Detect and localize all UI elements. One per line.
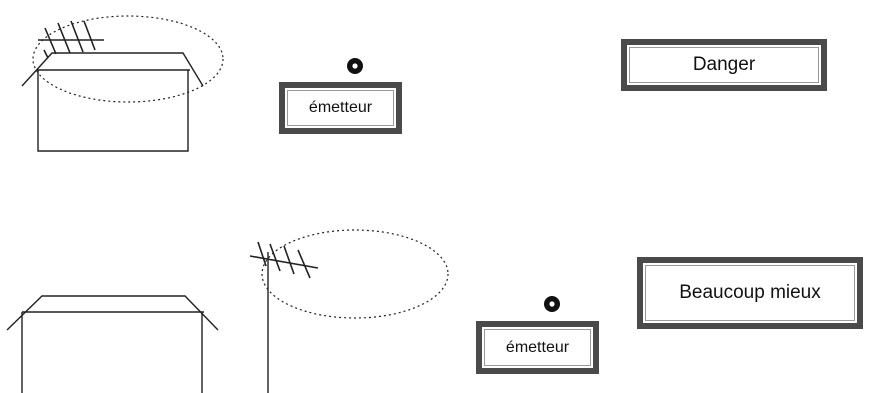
house-walls — [37, 70, 189, 152]
emitter-dot-icon — [347, 58, 363, 74]
mast-antenna — [249, 229, 449, 393]
emitter-label: émetteur — [505, 338, 570, 356]
emitter-box-bottom: émetteur — [476, 321, 599, 374]
better-label: Beaucoup mieux — [679, 282, 821, 303]
house — [6, 295, 219, 393]
radiation-lobe — [261, 229, 449, 319]
house-with-roof-antenna — [21, 15, 224, 152]
danger-box: Danger — [621, 39, 827, 91]
radiation-lobe — [32, 15, 224, 103]
mast-antenna-icon — [249, 241, 319, 279]
better-box: Beaucoup mieux — [637, 257, 863, 329]
danger-label: Danger — [692, 54, 756, 75]
emitter-dot-icon — [544, 296, 560, 312]
house-roof — [6, 295, 219, 331]
emitter-label: émetteur — [308, 99, 373, 116]
roof-antenna-icon — [38, 20, 104, 59]
emitter-box-top: émetteur — [279, 82, 402, 134]
